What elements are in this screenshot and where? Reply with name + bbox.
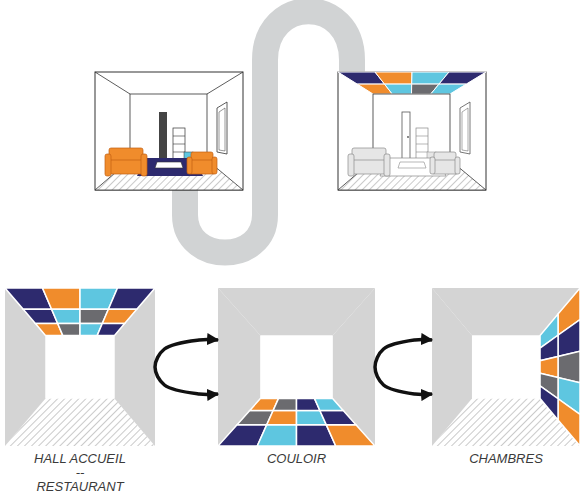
color-tile — [320, 410, 356, 424]
swap-arrow — [155, 340, 218, 395]
room-frame — [338, 72, 486, 190]
armchair — [187, 152, 217, 174]
armchair — [430, 152, 460, 174]
room-box: CHAMBRES — [432, 288, 580, 466]
back-wall — [260, 335, 332, 398]
sofa — [348, 148, 390, 176]
room-label: CHAMBRES — [458, 452, 554, 466]
color-tile — [558, 320, 580, 357]
room-label: HALL ACCUEIL -- RESTAURANT — [32, 452, 128, 494]
back-wall — [472, 335, 540, 398]
color-tile — [58, 324, 80, 336]
room-outline — [218, 288, 375, 446]
left-wall — [432, 288, 472, 446]
color-tile — [267, 410, 297, 424]
swap-arrow — [375, 340, 432, 395]
right-wall — [540, 288, 580, 446]
color-tile — [315, 399, 344, 411]
room-box: COULOIR — [218, 288, 375, 466]
door-knob — [407, 136, 409, 138]
color-tile — [540, 386, 558, 420]
color-tile — [102, 309, 136, 323]
room-label: COULOIR — [248, 452, 344, 466]
shelf — [416, 128, 428, 160]
door — [159, 112, 167, 160]
back-wall — [46, 335, 115, 398]
coffee-table — [398, 162, 426, 168]
shelf — [173, 128, 185, 160]
shelf-board — [416, 136, 428, 152]
room-edge — [95, 72, 243, 94]
color-tile — [97, 324, 124, 336]
color-tile — [257, 425, 296, 446]
window-frame — [219, 108, 225, 151]
window — [460, 102, 470, 154]
shelf-board — [173, 136, 185, 152]
color-tile — [326, 425, 375, 446]
room-frame — [95, 72, 243, 190]
room-before — [95, 72, 243, 190]
ceiling-tiles — [338, 72, 486, 94]
color-tile — [558, 399, 580, 446]
color-tile — [108, 288, 155, 309]
window — [217, 102, 227, 154]
room-outline — [5, 288, 155, 446]
room-box: HALL ACCUEIL -- RESTAURANT — [5, 288, 155, 494]
color-tile — [52, 309, 80, 323]
door — [402, 112, 410, 160]
color-tile — [273, 399, 296, 411]
window-frame — [462, 108, 468, 151]
coffee-table — [155, 162, 183, 168]
room-after — [338, 72, 486, 190]
sofa — [105, 148, 147, 176]
color-tile — [43, 288, 81, 309]
room-outline — [432, 288, 580, 446]
